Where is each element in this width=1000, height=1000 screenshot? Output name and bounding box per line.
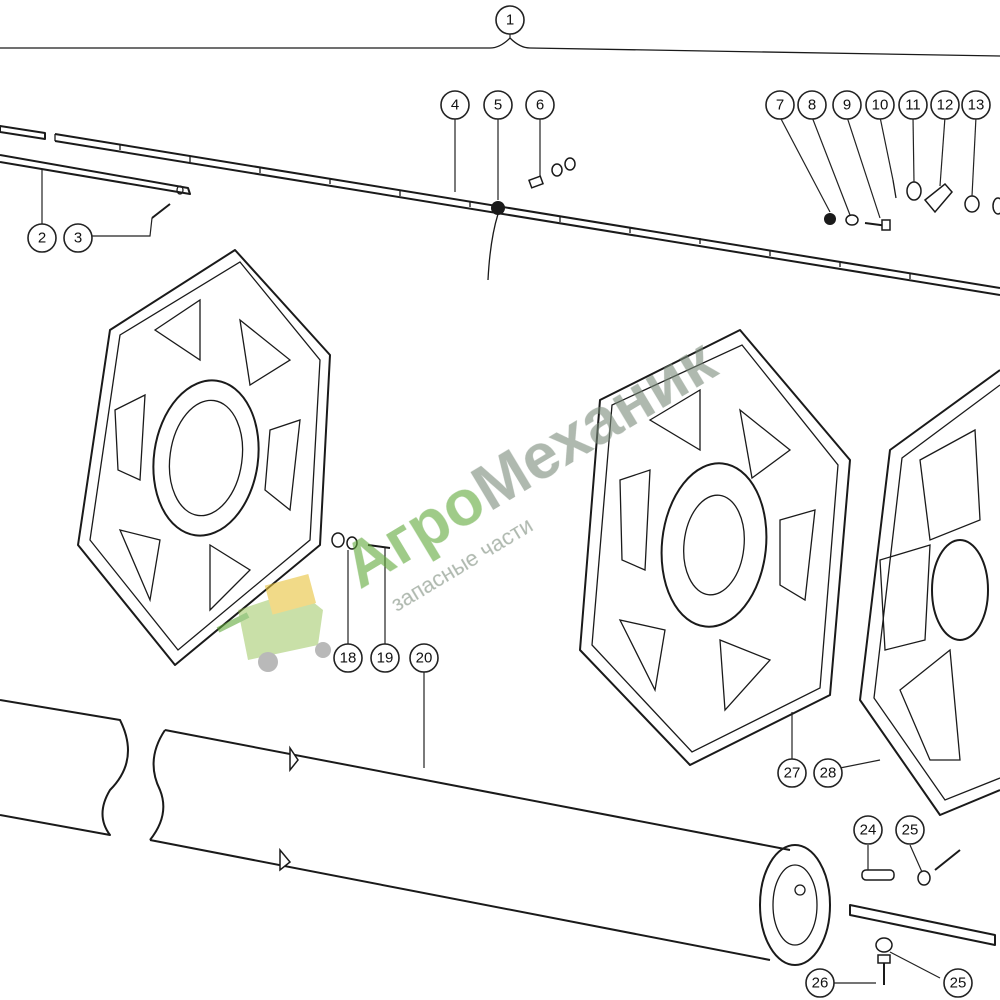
callout-2: 2 bbox=[27, 223, 57, 253]
svg-text:18: 18 bbox=[340, 650, 357, 667]
hexagonal-plate-28 bbox=[859, 369, 1000, 816]
assembly-bracket bbox=[0, 32, 1000, 57]
callout-25b: 25 bbox=[943, 968, 973, 998]
watermark: АгроМеханик запасные части bbox=[216, 323, 728, 672]
hexagonal-plate-27 bbox=[579, 329, 851, 766]
harvester-logo-icon bbox=[216, 574, 331, 672]
svg-text:4: 4 bbox=[451, 97, 459, 114]
svg-text:19: 19 bbox=[377, 650, 394, 667]
callout-10: 10 bbox=[865, 90, 895, 120]
callout-11: 11 bbox=[898, 90, 928, 120]
svg-text:8: 8 bbox=[808, 97, 816, 114]
callouts: 1 2 3 4 5 6 7 8 9 10 11 12 13 18 19 20 2… bbox=[27, 5, 991, 998]
svg-text:5: 5 bbox=[494, 97, 502, 114]
drum-main-20 bbox=[149, 729, 831, 966]
bolt-part-6 bbox=[528, 157, 576, 189]
svg-text:26: 26 bbox=[812, 975, 829, 992]
svg-text:25: 25 bbox=[902, 822, 919, 839]
upper-rail bbox=[0, 125, 1000, 296]
callout-1: 1 bbox=[495, 5, 525, 35]
callout-18: 18 bbox=[333, 643, 363, 673]
svg-text:20: 20 bbox=[416, 650, 433, 667]
svg-text:13: 13 bbox=[968, 97, 985, 114]
svg-text:3: 3 bbox=[74, 230, 82, 247]
svg-text:11: 11 bbox=[905, 97, 921, 114]
pin-part-3 bbox=[151, 203, 171, 219]
svg-text:27: 27 bbox=[784, 765, 801, 782]
callout-28: 28 bbox=[813, 758, 843, 788]
callout-27: 27 bbox=[777, 758, 807, 788]
callout-13: 13 bbox=[961, 90, 991, 120]
callout-20: 20 bbox=[409, 643, 439, 673]
svg-text:9: 9 bbox=[843, 97, 851, 114]
callout-9: 9 bbox=[832, 90, 862, 120]
clip-part-5 bbox=[487, 201, 505, 281]
hardware-7-13 bbox=[824, 179, 1000, 231]
callout-8: 8 bbox=[797, 90, 827, 120]
svg-text:24: 24 bbox=[860, 822, 877, 839]
svg-text:7: 7 bbox=[776, 97, 784, 114]
callout-26: 26 bbox=[805, 968, 835, 998]
watermark-brand-part2: Механик bbox=[460, 323, 729, 524]
callout-19: 19 bbox=[370, 643, 400, 673]
callout-5: 5 bbox=[483, 90, 513, 120]
lower-shaft bbox=[0, 154, 191, 195]
hardware-24-26 bbox=[849, 849, 996, 985]
callout-4: 4 bbox=[440, 90, 470, 120]
svg-text:1: 1 bbox=[506, 12, 514, 29]
drum-left-segment bbox=[0, 699, 129, 836]
svg-text:12: 12 bbox=[937, 97, 954, 114]
callout-24: 24 bbox=[853, 815, 883, 845]
callout-12: 12 bbox=[930, 90, 960, 120]
callout-25a: 25 bbox=[895, 815, 925, 845]
svg-text:10: 10 bbox=[872, 97, 889, 114]
callout-3: 3 bbox=[63, 223, 93, 253]
callout-7: 7 bbox=[765, 90, 795, 120]
svg-text:28: 28 bbox=[820, 765, 837, 782]
svg-text:2: 2 bbox=[38, 230, 46, 247]
svg-text:25: 25 bbox=[950, 975, 967, 992]
svg-text:АгроМеханик: АгроМеханик bbox=[330, 323, 728, 602]
hexagonal-plate-left bbox=[77, 249, 331, 666]
callout-6: 6 bbox=[525, 90, 555, 120]
svg-text:6: 6 bbox=[536, 97, 544, 114]
bolt-nut-18-19 bbox=[331, 532, 391, 550]
